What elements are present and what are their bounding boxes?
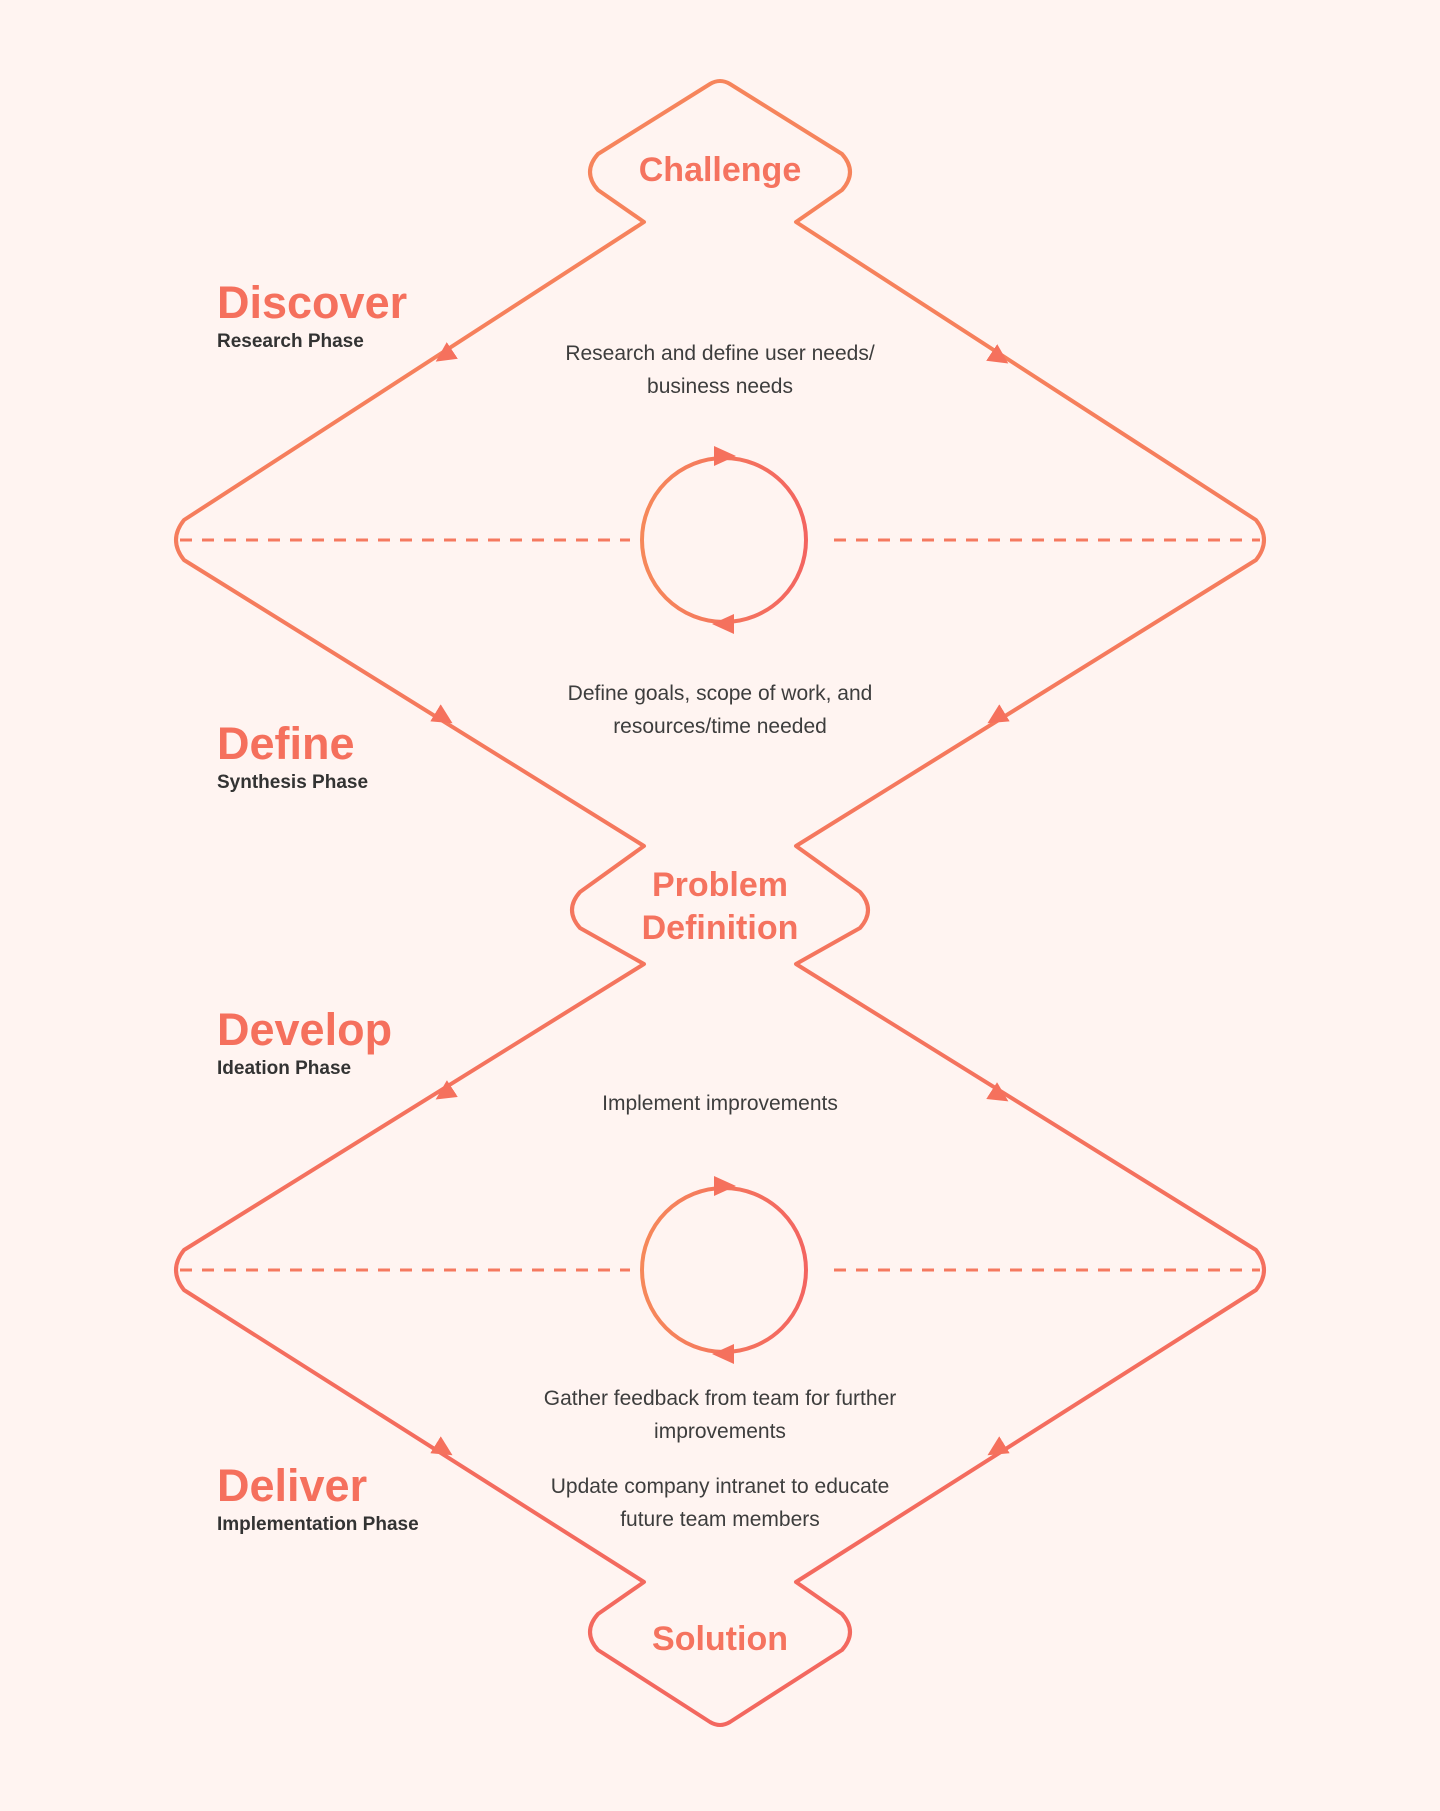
phase-subtitle: Research Phase — [217, 331, 364, 352]
flow-arrows — [430, 342, 1010, 1456]
dashed-dividers — [180, 538, 1260, 1272]
phase-subtitle: Implementation Phase — [217, 1514, 419, 1535]
phase-title: Discover — [217, 277, 408, 328]
description-feedback: Gather feedback from team for further im… — [543, 1387, 897, 1443]
phase-subtitle: Synthesis Phase — [217, 772, 369, 793]
first-diamond-outline — [174, 79, 1266, 1727]
stage-challenge: Challenge — [638, 151, 802, 189]
phase-subtitle: Ideation Phase — [217, 1058, 352, 1079]
phase-title: Deliver — [217, 1460, 368, 1511]
description-implement: Implement improvements — [602, 1092, 838, 1115]
circular-arrows-icon — [640, 1176, 808, 1364]
circular-arrows-icon — [640, 446, 808, 634]
description-goals: Define goals, scope of work, and resourc… — [567, 682, 873, 738]
description-research: Research and define user needs/ business… — [565, 342, 875, 398]
stage-solution: Solution — [652, 1620, 788, 1658]
arrowhead-icon — [986, 1082, 1009, 1102]
phase-title: Develop — [217, 1004, 393, 1055]
phase-title: Define — [217, 718, 355, 769]
stage-problem-definition: Problem Definition — [641, 866, 799, 947]
description-intranet: Update company intranet to educate futur… — [550, 1475, 890, 1531]
